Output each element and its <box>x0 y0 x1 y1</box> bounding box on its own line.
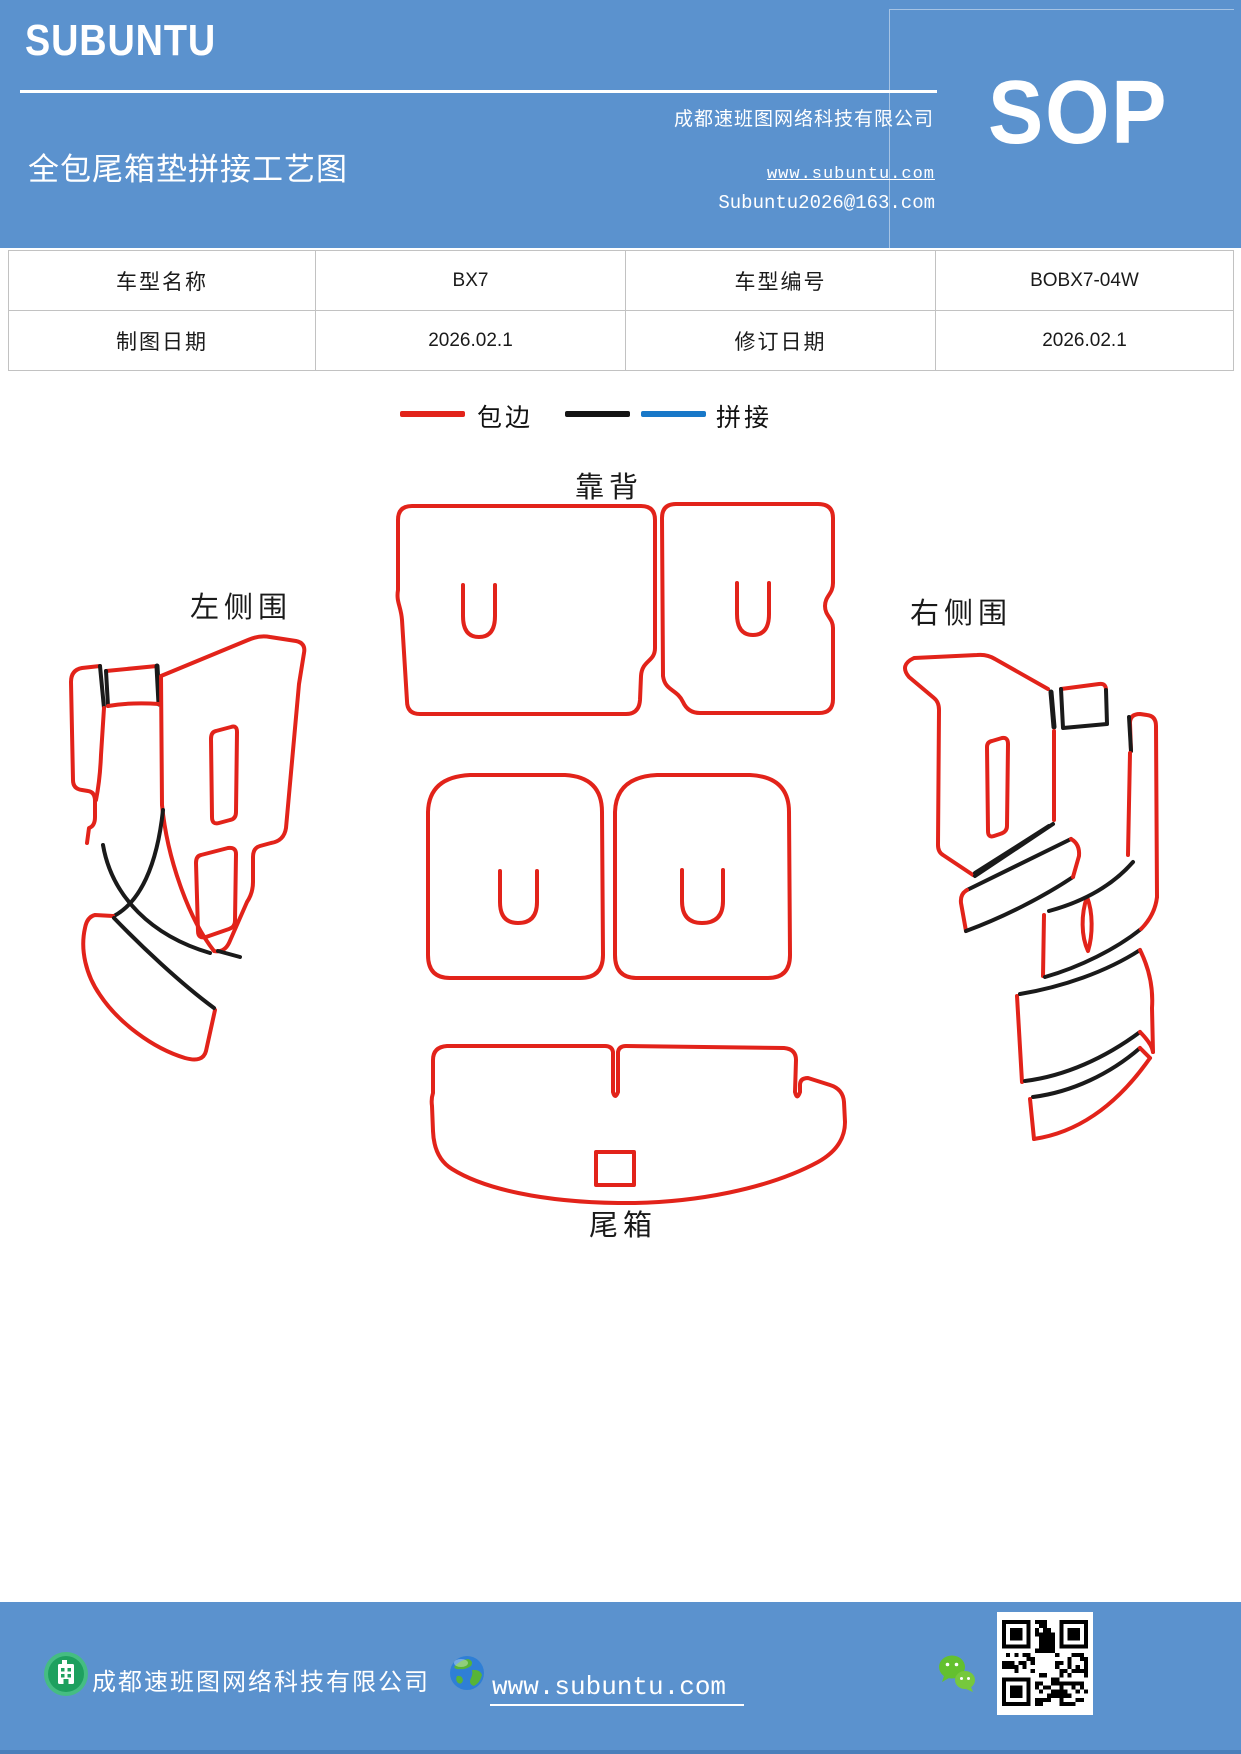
header-company-name: 成都速班图网络科技有限公司 <box>673 109 934 130</box>
model-code-label: 车型编号 <box>625 250 936 311</box>
legend: 包边 拼接 <box>0 398 1241 434</box>
splice-blue-swatch <box>641 411 706 417</box>
footer-website-link[interactable]: www.subuntu.com <box>490 1672 745 1706</box>
revision-date-value: 2026.02.1 <box>935 310 1234 371</box>
header-divider <box>20 90 937 93</box>
mat-diagram: 靠背 左侧围 右侧围 尾箱 <box>0 370 1241 1270</box>
qr-code <box>997 1612 1093 1715</box>
model-name-value: BX7 <box>315 250 626 311</box>
model-code-value: BOBX7-04W <box>935 250 1234 311</box>
splice-label: 拼接 <box>716 405 773 432</box>
splice-black-swatch <box>565 411 630 417</box>
globe-icon <box>450 1656 484 1690</box>
draw-date-label: 制图日期 <box>8 310 316 371</box>
sop-panel-border <box>889 9 1234 248</box>
wechat-icon <box>939 1655 975 1692</box>
page-title: 全包尾箱垫拼接工艺图 <box>28 152 348 187</box>
seat-middle-right-piece <box>613 773 792 980</box>
trunk-piece <box>429 1044 847 1206</box>
draw-date-value: 2026.02.1 <box>315 310 626 371</box>
footer-company-name: 成都速班图网络科技有限公司 <box>92 1670 430 1696</box>
backrest-right-piece <box>660 502 835 715</box>
backrest-left-piece <box>395 504 657 716</box>
right-side-panel <box>903 652 1159 1141</box>
header-email-link[interactable]: Subuntu2026@163.com <box>718 192 935 214</box>
page-header: SUBUNTU 全包尾箱垫拼接工艺图 成都速班图网络科技有限公司 www.sub… <box>0 0 1241 248</box>
sop-badge: SOP <box>988 63 1169 163</box>
header-website-link[interactable]: www.subuntu.com <box>766 165 935 184</box>
vehicle-info-table: 车型名称 BX7 车型编号 BOBX7-04W 制图日期 2026.02.1 修… <box>8 250 1234 371</box>
edge-binding-swatch <box>400 411 465 417</box>
table-row: 车型名称 BX7 车型编号 BOBX7-04W <box>8 250 1234 311</box>
table-row: 制图日期 2026.02.1 修订日期 2026.02.1 <box>8 310 1234 371</box>
left-side-panel <box>69 634 307 1062</box>
backrest-label: 靠背 <box>575 471 643 504</box>
mat-diagram-svg: 靠背 左侧围 右侧围 尾箱 <box>69 471 1159 1242</box>
right-side-label: 右侧围 <box>910 597 1012 630</box>
footer-edge-strip <box>0 1750 1241 1754</box>
brand-logo: SUBUNTU <box>25 16 217 65</box>
trunk-label: 尾箱 <box>589 1209 657 1242</box>
revision-date-label: 修订日期 <box>625 310 936 371</box>
building-icon <box>44 1652 88 1696</box>
model-name-label: 车型名称 <box>8 250 316 311</box>
left-side-label: 左侧围 <box>190 591 292 624</box>
seat-middle-left-piece <box>426 773 605 980</box>
edge-binding-label: 包边 <box>477 405 534 432</box>
